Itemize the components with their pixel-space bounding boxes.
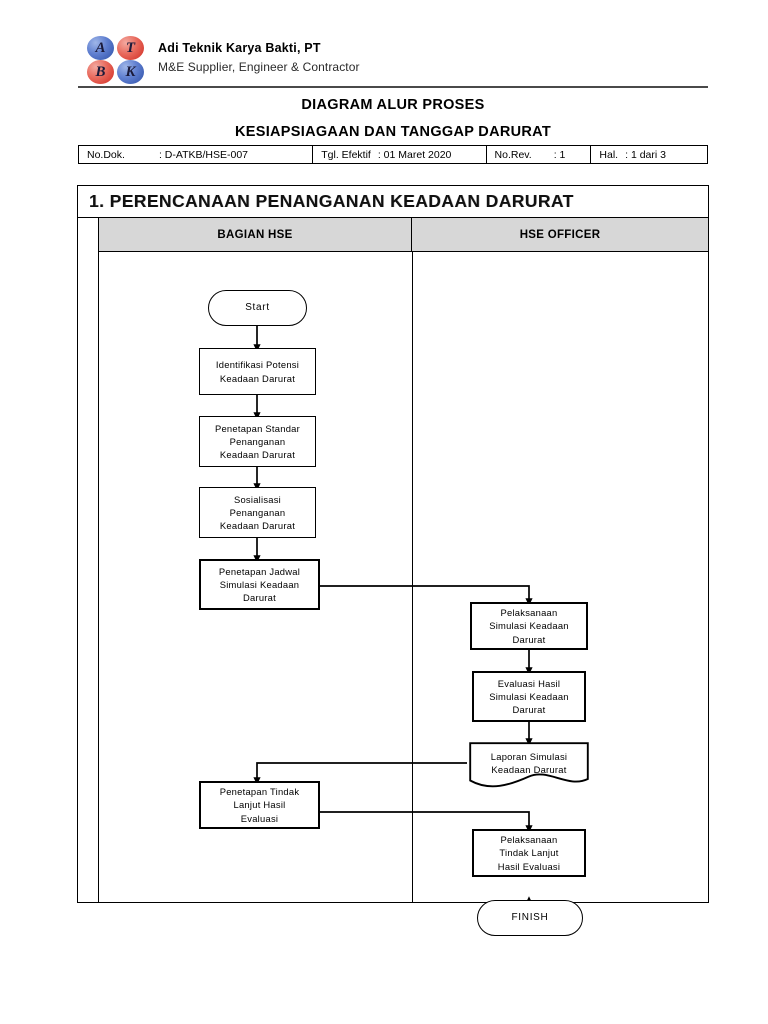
info-value-tglefektif: : 01 Maret 2020 — [377, 148, 452, 161]
flow-node-n2-line1: Penetapan Standar — [214, 422, 301, 434]
info-cell-norev: No.Rev. : 1 — [487, 146, 592, 163]
info-value-norev: : 1 — [553, 148, 566, 161]
flow-node-n3-line1: Sosialisasi — [233, 493, 282, 505]
flow-node-sosialisasi-penanganan[interactable]: Sosialisasi Penanganan Keadaan Darurat — [199, 487, 316, 538]
flow-node-n7-line1: Laporan Simulasi — [490, 751, 568, 762]
flow-node-n2-line3: Keadaan Darurat — [219, 449, 296, 461]
swimlane-divider — [412, 252, 413, 902]
flow-node-n6-line1: Evaluasi Hasil — [497, 677, 561, 689]
logo-letter-k: K — [117, 60, 144, 84]
flow-node-n9-line1: Pelaksanaan — [500, 834, 558, 846]
flow-node-n4-line3: Darurat — [242, 592, 276, 604]
flow-node-pelaksanaan-simulasi[interactable]: Pelaksanaan Simulasi Keadaan Darurat — [470, 602, 588, 650]
flow-node-identifikasi-potensi[interactable]: Identifikasi Potensi Keadaan Darurat — [199, 348, 316, 395]
flow-node-n4-line2: Simulasi Keadaan — [219, 578, 300, 590]
flow-node-start-label: Start — [245, 302, 270, 314]
flow-node-n7-line2: Keadaan Darurat — [491, 764, 567, 776]
info-cell-hal: Hal. : 1 dari 3 — [591, 146, 707, 163]
flow-node-n1-line1: Identifikasi Potensi — [215, 359, 300, 371]
document-info-table: No.Dok. : D-ATKB/HSE-007 Tgl. Efektif : … — [78, 145, 708, 164]
flow-node-laporan-simulasi[interactable]: Laporan Simulasi Keadaan Darurat — [469, 742, 589, 790]
section-heading-bar: 1. PERENCANAAN PENANGANAN KEADAAN DARURA… — [78, 186, 708, 218]
flow-node-n6-line2: Simulasi Keadaan — [489, 690, 569, 702]
flowchart-frame: 1. PERENCANAAN PENANGANAN KEADAAN DARURA… — [77, 185, 709, 936]
info-value-nodok: : D-ATKB/HSE-007 — [158, 148, 249, 161]
flow-node-n9-line3: Hasil Evaluasi — [497, 860, 561, 872]
logo-letter-b: B — [87, 60, 114, 84]
info-label-norev: No.Rev. — [494, 148, 532, 161]
flow-node-penetapan-jadwal[interactable]: Penetapan Jadwal Simulasi Keadaan Darura… — [199, 559, 320, 610]
company-name: Adi Teknik Karya Bakti, PT — [158, 41, 321, 55]
flow-node-n8-line3: Evaluasi — [240, 812, 279, 824]
info-value-hal: : 1 dari 3 — [625, 148, 666, 161]
flow-node-n8-line1: Penetapan Tindak — [219, 786, 300, 798]
flow-node-finish-label: FINISH — [511, 912, 549, 924]
company-logo-icon: A T B K — [86, 36, 148, 86]
info-label-hal: Hal. — [599, 148, 619, 161]
header-divider — [78, 86, 708, 88]
flow-node-pelaksanaan-tindak-lanjut[interactable]: Pelaksanaan Tindak Lanjut Hasil Evaluasi — [472, 829, 586, 877]
flow-node-n5-line1: Pelaksanaan — [500, 607, 558, 619]
swimlane-area: BAGIAN HSE HSE OFFICER — [99, 218, 708, 936]
flow-node-n3-line2: Penanganan — [229, 506, 286, 518]
flow-node-n9-line2: Tindak Lanjut — [499, 847, 559, 859]
info-label-tglefektif: Tgl. Efektif — [321, 148, 371, 161]
logo-letter-t: T — [117, 36, 144, 60]
flow-node-n6-line3: Darurat — [512, 704, 546, 716]
flow-node-evaluasi-hasil-simulasi[interactable]: Evaluasi Hasil Simulasi Keadaan Darurat — [472, 671, 586, 722]
document-shape-icon — [469, 742, 589, 788]
document-title-line1: DIAGRAM ALUR PROSES — [301, 97, 485, 113]
flow-node-start[interactable]: Start — [208, 290, 307, 326]
letterhead: A T B K Adi Teknik Karya Bakti, PT M&E S… — [78, 33, 708, 95]
column-header-bagian-hse: BAGIAN HSE — [99, 218, 412, 252]
flow-connectors — [253, 326, 533, 921]
document-title-line2: KESIAPSIAGAAN DAN TANGGAP DARURAT — [234, 124, 552, 140]
flow-node-n4-line1: Penetapan Jadwal — [218, 565, 301, 577]
flow-node-n2-line2: Penanganan — [229, 435, 286, 447]
info-cell-tglefektif: Tgl. Efektif : 01 Maret 2020 — [313, 146, 487, 163]
logo-letter-a: A — [87, 36, 114, 60]
flow-canvas: Start Identifikasi Potensi Keadaan Darur… — [99, 218, 708, 936]
section-heading-text: 1. PERENCANAAN PENANGANAN KEADAAN DARURA… — [89, 191, 574, 211]
company-tagline: M&E Supplier, Engineer & Contractor — [158, 60, 360, 74]
left-gutter-column — [78, 218, 99, 902]
flow-node-finish[interactable]: FINISH — [477, 900, 583, 936]
column-header-hse-officer: HSE OFFICER — [412, 218, 708, 252]
flow-node-n3-line3: Keadaan Darurat — [219, 520, 296, 532]
flow-node-penetapan-standar[interactable]: Penetapan Standar Penanganan Keadaan Dar… — [199, 416, 316, 467]
flow-node-n5-line3: Darurat — [512, 633, 546, 645]
flow-node-n1-line2: Keadaan Darurat — [219, 372, 296, 384]
flow-node-n8-line2: Lanjut Hasil — [233, 799, 286, 811]
info-label-nodok: No.Dok. — [87, 148, 125, 161]
flow-node-penetapan-tindak-lanjut[interactable]: Penetapan Tindak Lanjut Hasil Evaluasi — [199, 781, 320, 829]
flow-node-n5-line2: Simulasi Keadaan — [489, 620, 569, 632]
info-cell-nodok: No.Dok. : D-ATKB/HSE-007 — [79, 146, 314, 163]
